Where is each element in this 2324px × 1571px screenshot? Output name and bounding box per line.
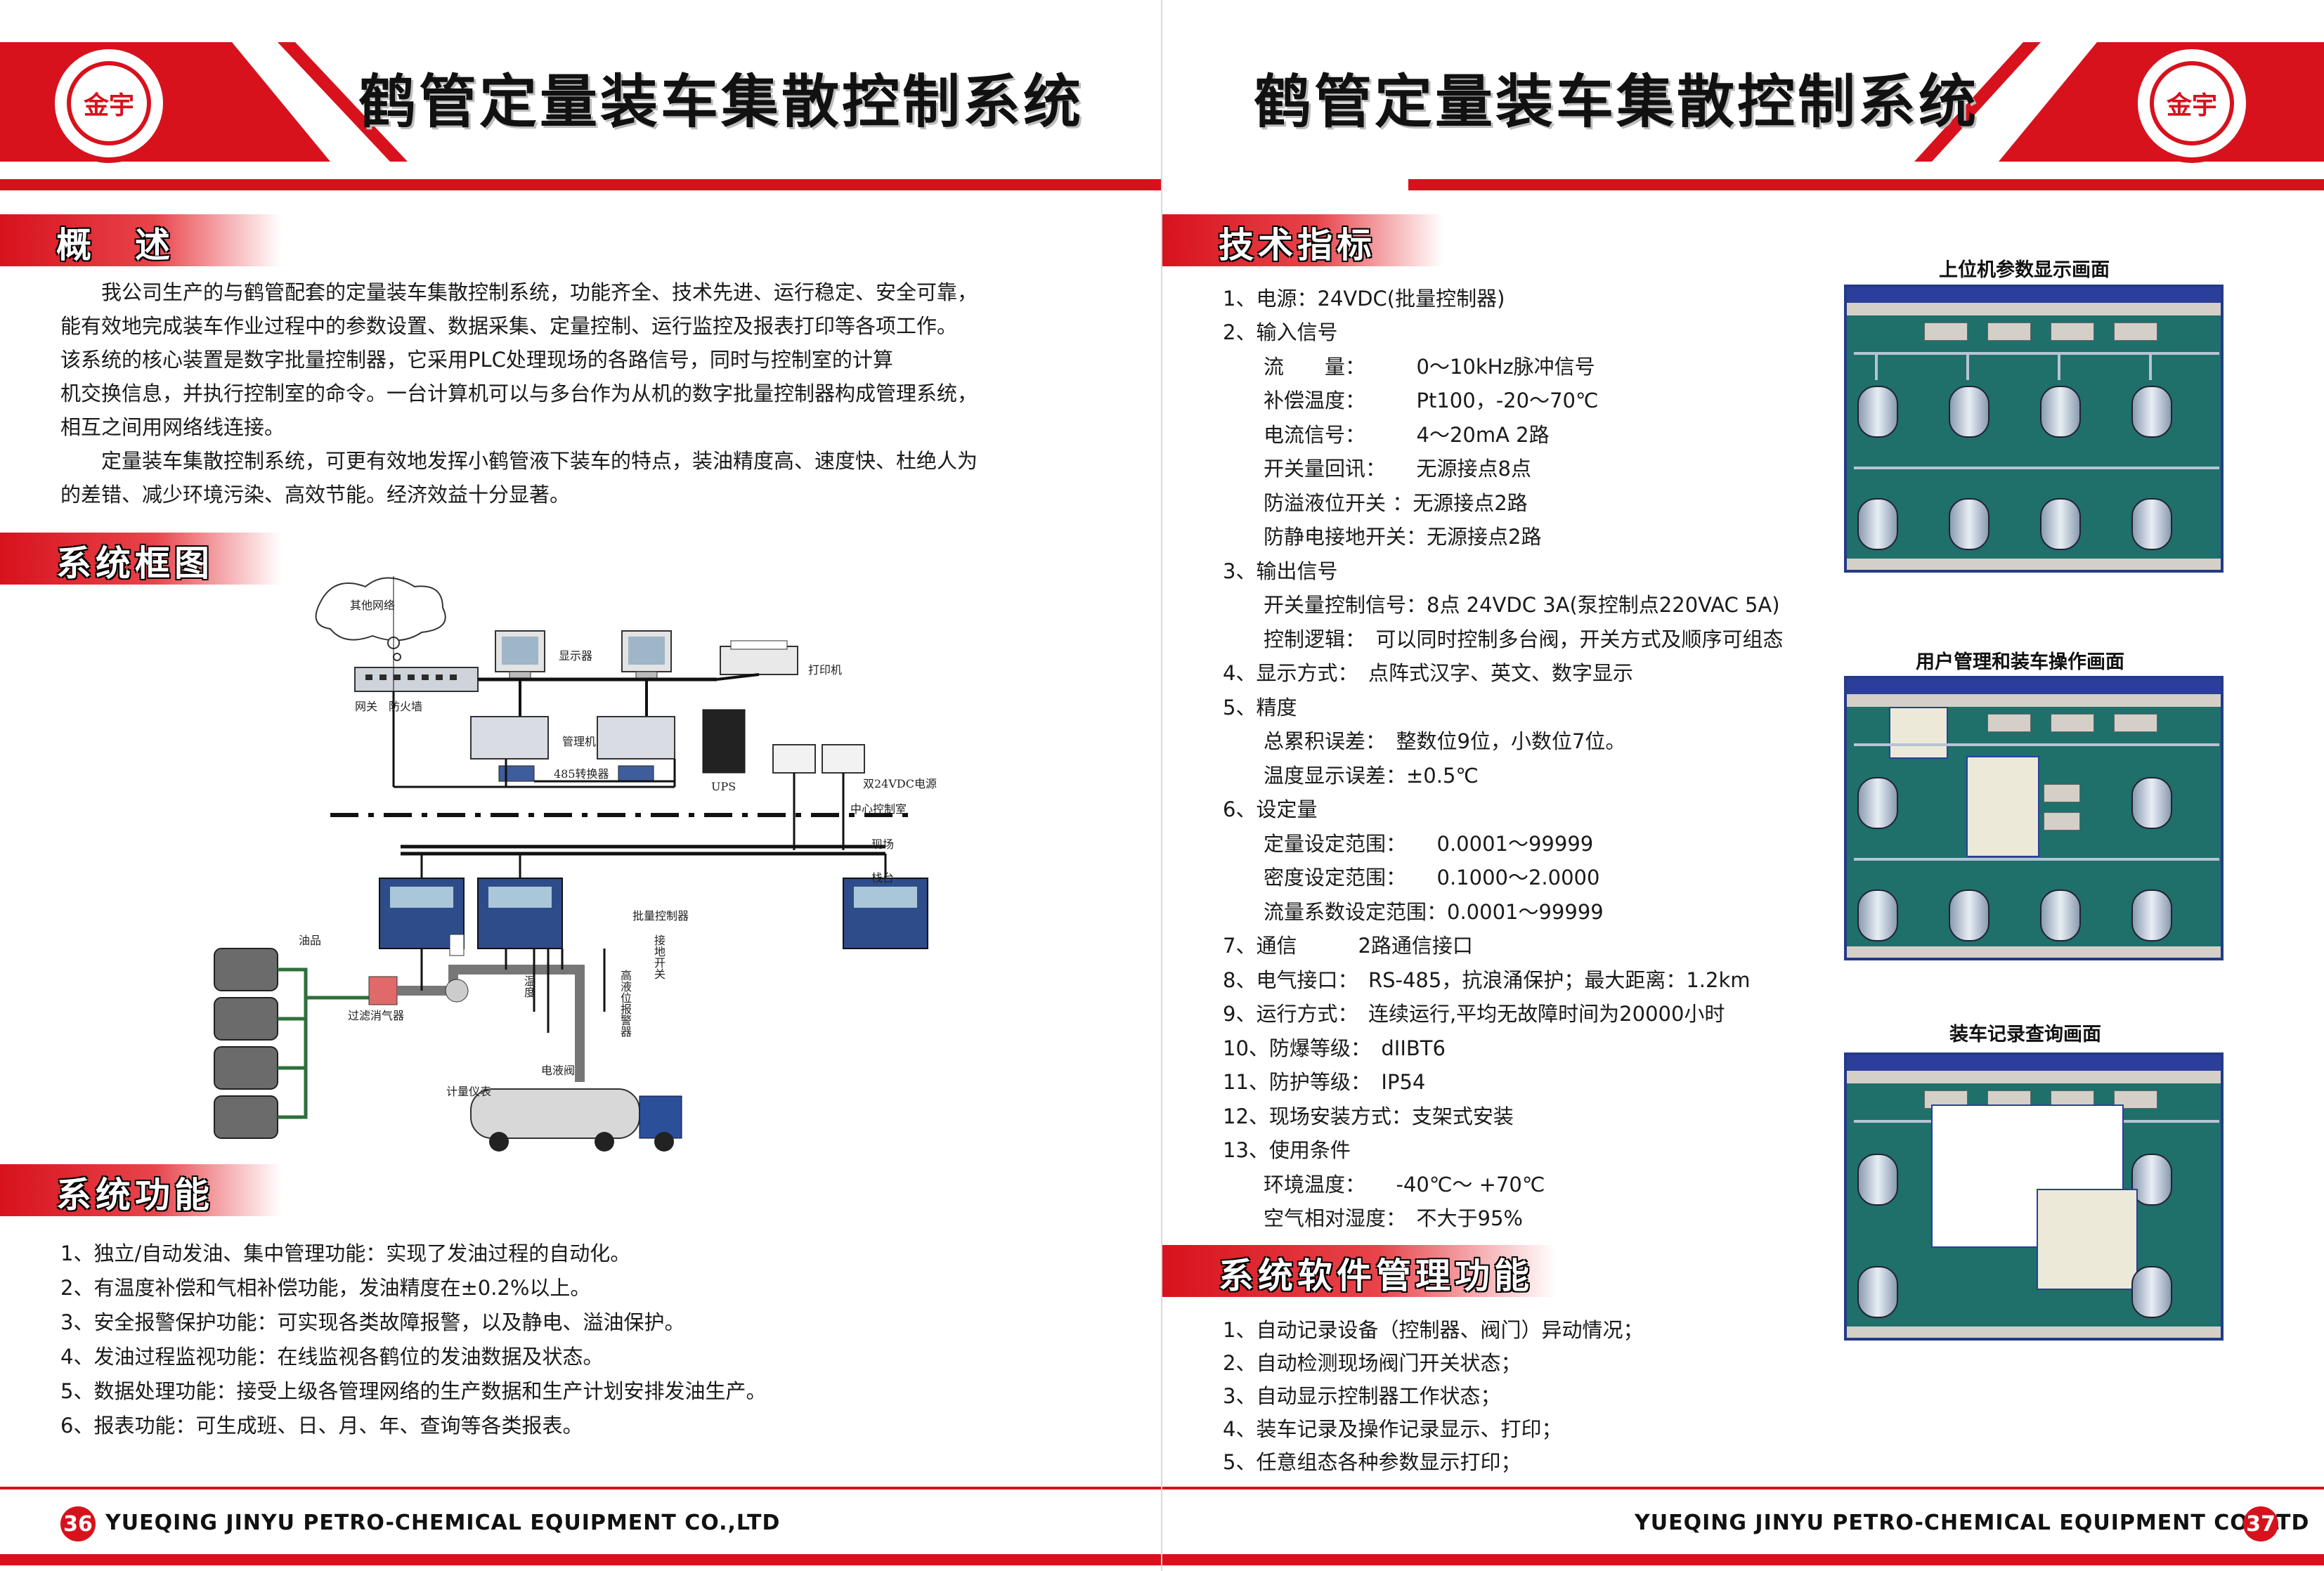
gateway-label: 网关 防火墙 <box>355 700 423 713</box>
screen-caption: 上位机参数显示画面 <box>1939 259 2110 281</box>
block-diagram-heading: 系统框图 <box>0 533 281 585</box>
valve-label: 电液阀 <box>541 1064 576 1077</box>
software-list: 1、自动记录设备（控制器、阀门）异动情况； 2、自动检测现场阀门开关状态； 3、… <box>1223 1314 1643 1479</box>
page-title: 鹤管定量装车集散控制系统 <box>358 69 1084 136</box>
brand-logo: 金宇 <box>2132 44 2252 163</box>
page-spine <box>1161 0 1162 1571</box>
overview-text: 我公司生产的与鹤管配套的定量装车集散控制系统，功能齐全、技术先进、运行稳定、安全… <box>60 280 978 507</box>
list-item: 1、自动记录设备（控制器、阀门）异动情况； <box>1223 1318 1644 1342</box>
screen-caption: 用户管理和装车操作画面 <box>1916 651 2124 673</box>
monitor-label: 显示器 <box>559 649 593 663</box>
cloud-label: 其他网络 <box>350 599 396 612</box>
control-room-label: 中心控制室 <box>850 802 907 816</box>
registered-mark: ® <box>2253 56 2268 74</box>
user-mgmt-screen <box>1844 676 2224 960</box>
list-item: 4、发油过程监视功能：在线监视各鹤位的发油数据及状态。 <box>60 1345 604 1369</box>
meter-label: 计量仪表 <box>446 1085 492 1098</box>
list-item: 6、报表功能：可生成班、日、月、年、查询等各类报表。 <box>60 1414 583 1438</box>
mgmt-pc-label: 管理机 <box>562 735 597 748</box>
software-heading: 系统软件管理功能 <box>1162 1245 1556 1297</box>
registered-mark: ® <box>170 56 186 74</box>
list-item: 2、有温度补偿和气相补偿功能，发油精度在±0.2%以上。 <box>60 1276 591 1300</box>
record-query-screen <box>1844 1052 2224 1341</box>
footer-company: YUEQING JINYU PETRO-CHEMICAL EQUIPMENT C… <box>1635 1511 2310 1535</box>
left-page: 金宇 ® 鹤管定量装车集散控制系统 概 述 我公司生产的与鹤管配套的定量装车集散… <box>0 42 1162 1565</box>
page-number: 36 <box>60 1506 96 1541</box>
specs-heading: 技术指标 <box>1162 214 1443 266</box>
list-item: 5、任意组态各种参数显示打印； <box>1223 1450 1521 1474</box>
field-label: 现场 <box>871 837 895 851</box>
system-block-diagram: 其他网络 网关 防火墙 显示器 打印机 管理机 485转换器 UPS 双24VD… <box>211 576 942 1152</box>
filter-label: 过滤消气器 <box>348 1009 405 1022</box>
list-item: 2、自动检测现场阀门开关状态； <box>1223 1351 1521 1375</box>
power-label: 双24VDC电源 <box>863 777 937 790</box>
footer-rule <box>1162 1487 2324 1489</box>
footer-bar <box>0 1554 1162 1565</box>
footer-rule <box>0 1487 1162 1489</box>
ground-switch-label: 接地开关 <box>652 934 666 979</box>
page-title: 鹤管定量装车集散控制系统 <box>1254 69 1980 136</box>
list-item: 4、装车记录及操作记录显示、打印； <box>1223 1417 1562 1441</box>
functions-heading: 系统功能 <box>0 1164 281 1216</box>
batch-controller-label: 批量控制器 <box>632 909 689 923</box>
page-number: 37 <box>2243 1506 2278 1541</box>
overview-heading: 概 述 <box>0 214 281 266</box>
list-item: 3、自动显示控制器工作状态； <box>1223 1384 1501 1408</box>
ups-label: UPS <box>711 780 736 793</box>
oil-label: 油品 <box>299 934 322 947</box>
temperature-label: 温度 <box>522 975 535 998</box>
list-item: 1、独立/自动发油、集中管理功能：实现了发油过程的自动化。 <box>60 1241 631 1265</box>
footer-bar <box>1162 1554 2324 1565</box>
screen-caption: 装车记录查询画面 <box>1949 1024 2101 1045</box>
functions-list: 1、独立/自动发油、集中管理功能：实现了发油过程的自动化。 2、有温度补偿和气相… <box>60 1237 766 1443</box>
printer-label: 打印机 <box>808 663 843 677</box>
high-alarm-label: 高液位报警器 <box>618 970 632 1037</box>
list-item: 5、数据处理功能：接受上级各管理网络的生产数据和生产计划安排发油生产。 <box>60 1379 767 1403</box>
brand-logo: 金宇 <box>49 44 169 163</box>
converter-label: 485转换器 <box>554 767 609 781</box>
list-item: 3、安全报警保护功能：可实现各类故障报警，以及静电、溢油保护。 <box>60 1310 685 1334</box>
platform-label: 栈台 <box>871 871 895 885</box>
right-page: 金宇 ® 鹤管定量装车集散控制系统 技术指标 1、电源：24VDC(批量控制器)… <box>1162 0 2324 1571</box>
param-display-screen <box>1844 285 2224 573</box>
footer-company: YUEQING JINYU PETRO-CHEMICAL EQUIPMENT C… <box>105 1511 781 1535</box>
